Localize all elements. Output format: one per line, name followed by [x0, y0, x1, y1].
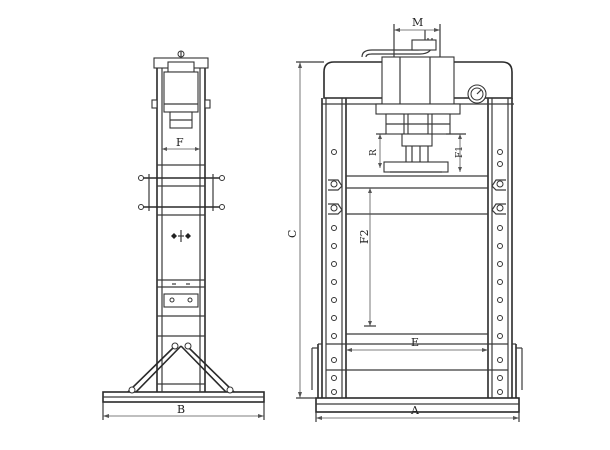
label-e: E [411, 336, 419, 349]
front-view: M R F1 [286, 16, 523, 422]
front-base-stands [311, 343, 523, 398]
front-base-plate [315, 397, 520, 413]
label-m: M [412, 16, 423, 29]
front-ram-assembly [375, 103, 461, 173]
side-legs [127, 342, 235, 394]
label-f: F [176, 136, 184, 149]
label-b: B [177, 403, 185, 416]
label-c: C [286, 230, 299, 238]
front-column-holes [331, 149, 503, 381]
label-a: A [410, 404, 420, 417]
front-column-right [487, 98, 513, 398]
label-f2: F2 [358, 229, 371, 244]
front-ram-foot [383, 161, 449, 173]
front-pin-blocks [328, 179, 506, 215]
label-f1: F1 [455, 146, 465, 158]
side-view: F [102, 50, 265, 420]
side-valve-block [167, 61, 195, 73]
side-cylinder-body [163, 71, 199, 113]
front-top-head [323, 61, 513, 99]
front-cylinder-housing [381, 56, 455, 105]
side-marks-upper [171, 230, 191, 242]
side-lower-block [163, 293, 199, 308]
label-r: R [369, 149, 379, 156]
front-column-left [321, 98, 347, 398]
